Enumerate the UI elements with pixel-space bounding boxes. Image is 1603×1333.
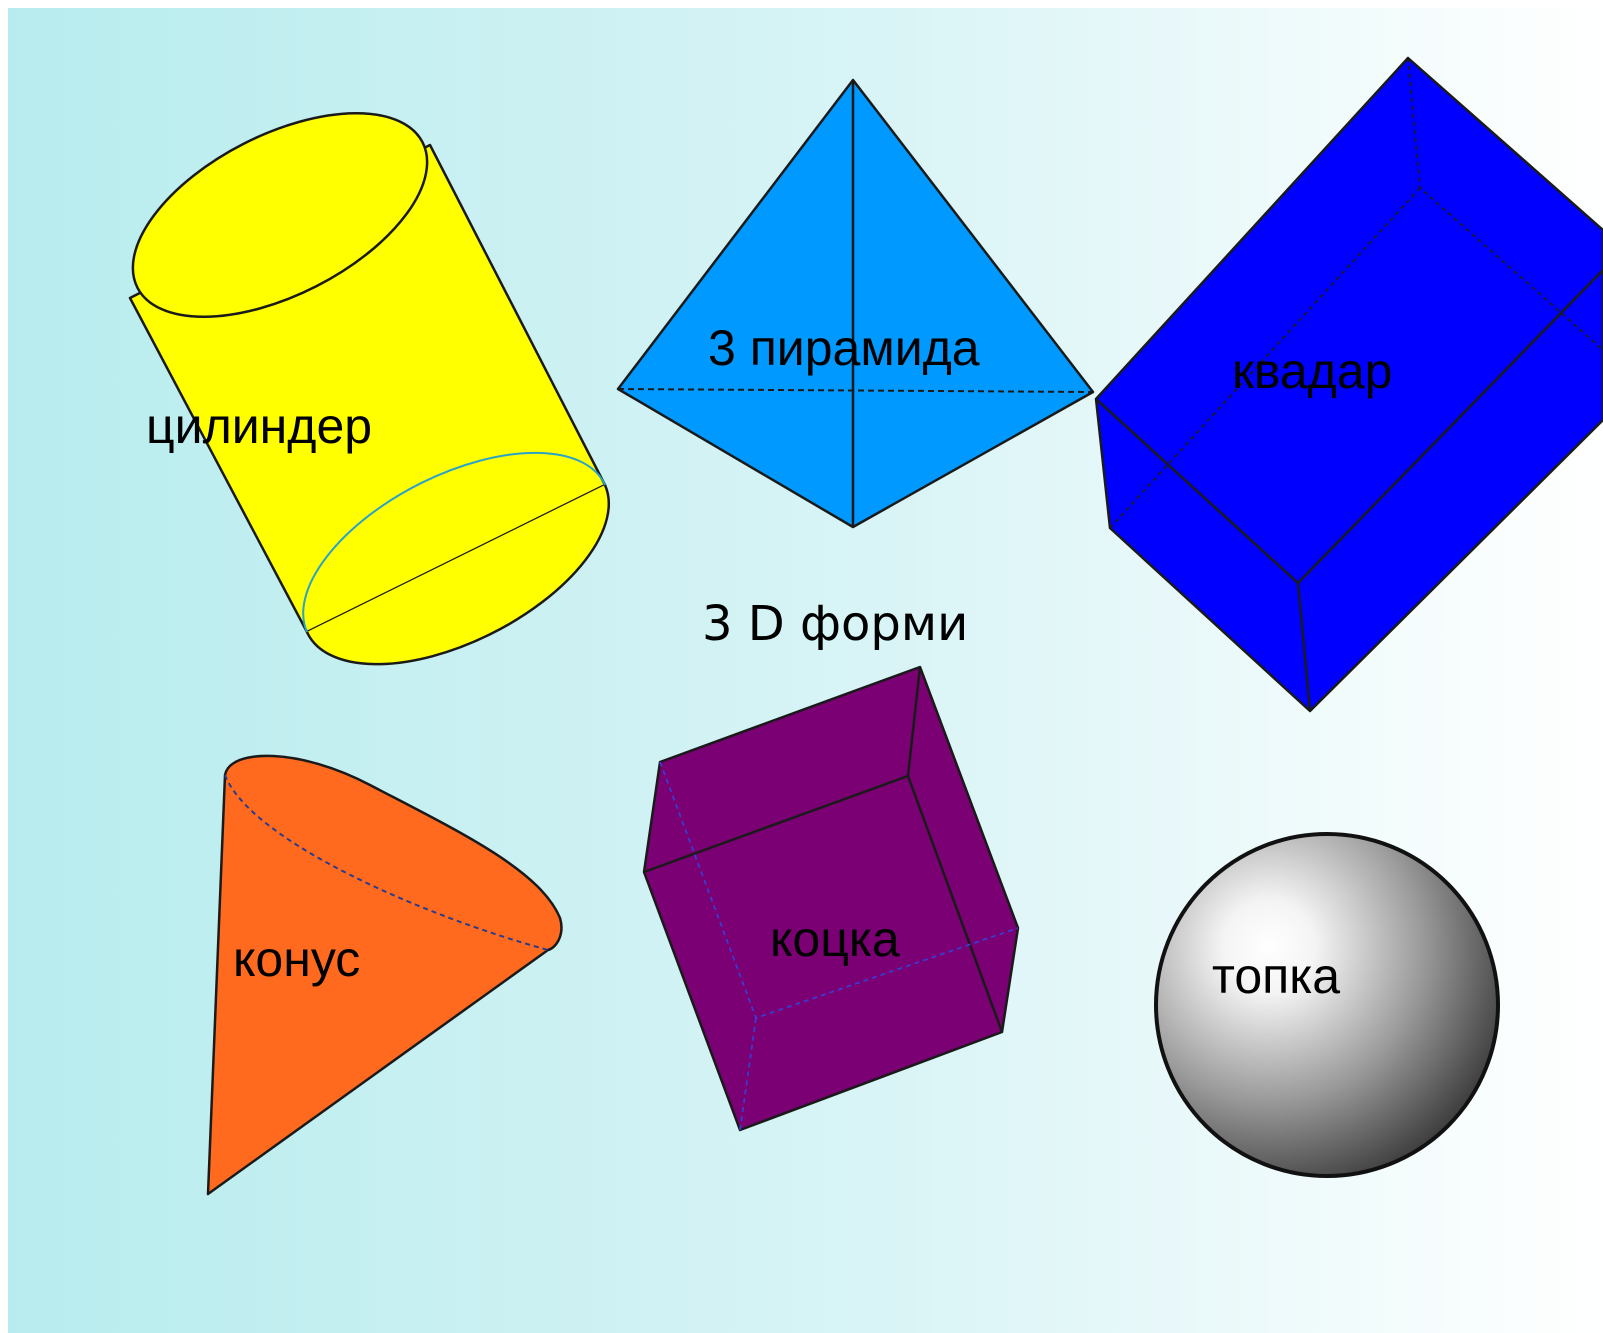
cone-label: конус	[233, 931, 360, 987]
cylinder-label: цилиндер	[146, 398, 372, 454]
sphere-shape	[1154, 832, 1500, 1178]
cylinder-shape	[128, 111, 610, 666]
pyramid-shape	[616, 78, 1095, 529]
cube-label: коцка	[770, 911, 900, 967]
pyramid-label: 3 пирамида	[708, 320, 980, 376]
cuboid-shape	[1094, 56, 1603, 713]
cone-shape	[206, 754, 563, 1196]
sphere-label: топка	[1212, 948, 1340, 1004]
cuboid-label: квадар	[1232, 343, 1392, 399]
cube-shape	[642, 665, 1020, 1132]
page-title: 3 D форми	[702, 596, 968, 652]
